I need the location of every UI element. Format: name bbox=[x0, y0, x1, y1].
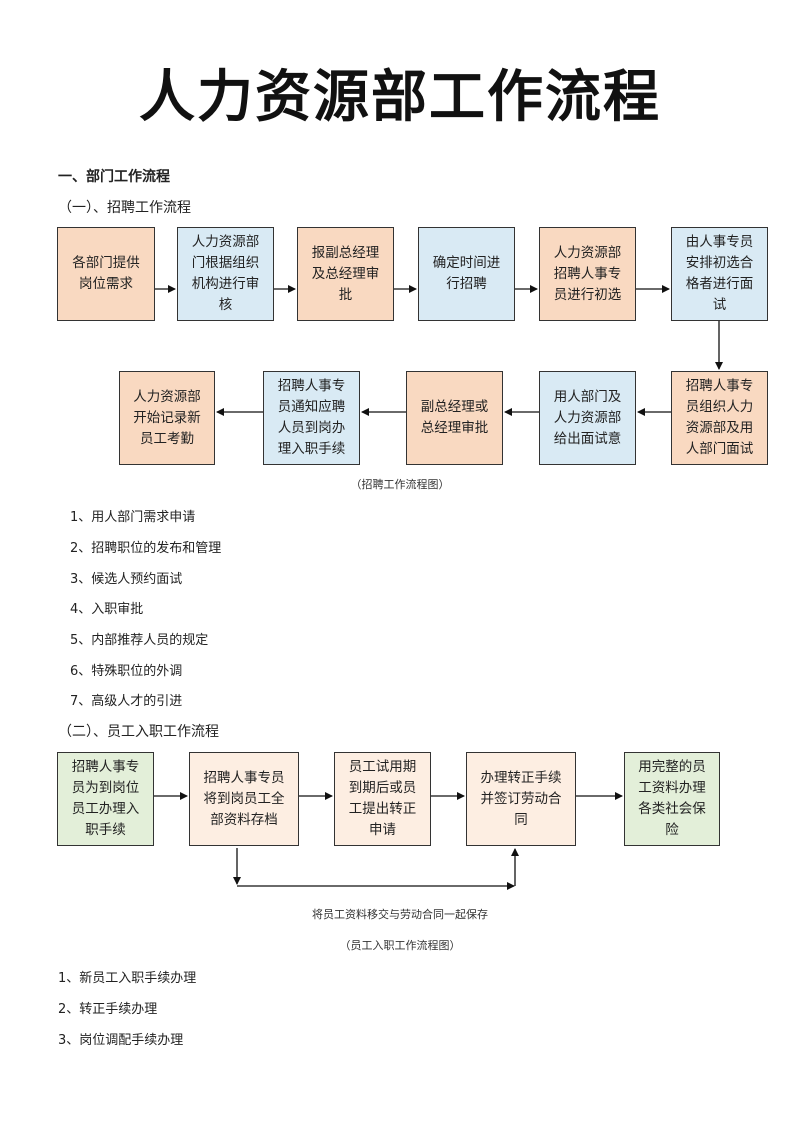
flow-box-final-approval: 副总经理或总经理审批 bbox=[406, 371, 503, 465]
list-item: 1、新员工入职手续办理 bbox=[58, 971, 197, 986]
onboarding-flow-caption: （员工入职工作流程图） bbox=[339, 939, 461, 952]
flow-box-initial-screen: 人力资源部招聘人事专员进行初选 bbox=[539, 227, 636, 321]
flow-box-sign-contract: 办理转正手续并签订劳动合同 bbox=[466, 752, 576, 846]
list-item: 2、招聘职位的发布和管理 bbox=[70, 541, 222, 556]
page-title: 人力资源部工作流程 bbox=[139, 65, 661, 130]
list-item: 7、高级人才的引进 bbox=[70, 694, 183, 709]
flow-box-onboard-procedure: 招聘人事专员为到岗位员工办理入职手续 bbox=[57, 752, 154, 846]
list-item: 3、岗位调配手续办理 bbox=[58, 1033, 184, 1048]
flow-box-notify-onboard: 招聘人事专员通知应聘人员到岗办理入职手续 bbox=[263, 371, 360, 465]
flow-box-hr-review: 人力资源部门根据组织机构进行审核 bbox=[177, 227, 274, 321]
flow-box-record-attendance: 人力资源部开始记录新员工考勤 bbox=[119, 371, 215, 465]
flow-box-manager-approval: 报副总经理及总经理审批 bbox=[297, 227, 394, 321]
list-item: 1、用人部门需求申请 bbox=[70, 510, 196, 525]
list-item: 2、转正手续办理 bbox=[58, 1002, 158, 1017]
flow-box-archive-documents: 招聘人事专员将到岗员工全部资料存档 bbox=[189, 752, 299, 846]
list-item: 5、内部推荐人员的规定 bbox=[70, 633, 209, 648]
subsection-onboarding: （二）、员工入职工作流程 bbox=[58, 724, 219, 740]
recruitment-flow-caption: （招聘工作流程图） bbox=[350, 478, 450, 491]
flow-box-probation-end: 员工试用期到期后或员工提出转正申请 bbox=[334, 752, 431, 846]
flow-box-social-insurance: 用完整的员工资料办理各类社会保险 bbox=[624, 752, 720, 846]
flow-box-arrange-interview: 由人事专员安排初选合格者进行面试 bbox=[671, 227, 768, 321]
flow-box-conduct-interview: 招聘人事专员组织人力资源部及用人部门面试 bbox=[671, 371, 768, 465]
transfer-note: 将员工资料移交与劳动合同一起保存 bbox=[312, 908, 488, 921]
list-item: 4、入职审批 bbox=[70, 602, 144, 617]
flow-box-job-demand: 各部门提供岗位需求 bbox=[57, 227, 155, 321]
subsection-recruitment: （一）、招聘工作流程 bbox=[58, 200, 191, 216]
list-item: 6、特殊职位的外调 bbox=[70, 664, 183, 679]
flow-box-interview-opinion: 用人部门及人力资源部给出面试意 bbox=[539, 371, 636, 465]
flow-box-schedule-recruit: 确定时间进行招聘 bbox=[418, 227, 515, 321]
list-item: 3、候选人预约面试 bbox=[70, 572, 183, 587]
section-heading: 一、部门工作流程 bbox=[58, 169, 170, 185]
